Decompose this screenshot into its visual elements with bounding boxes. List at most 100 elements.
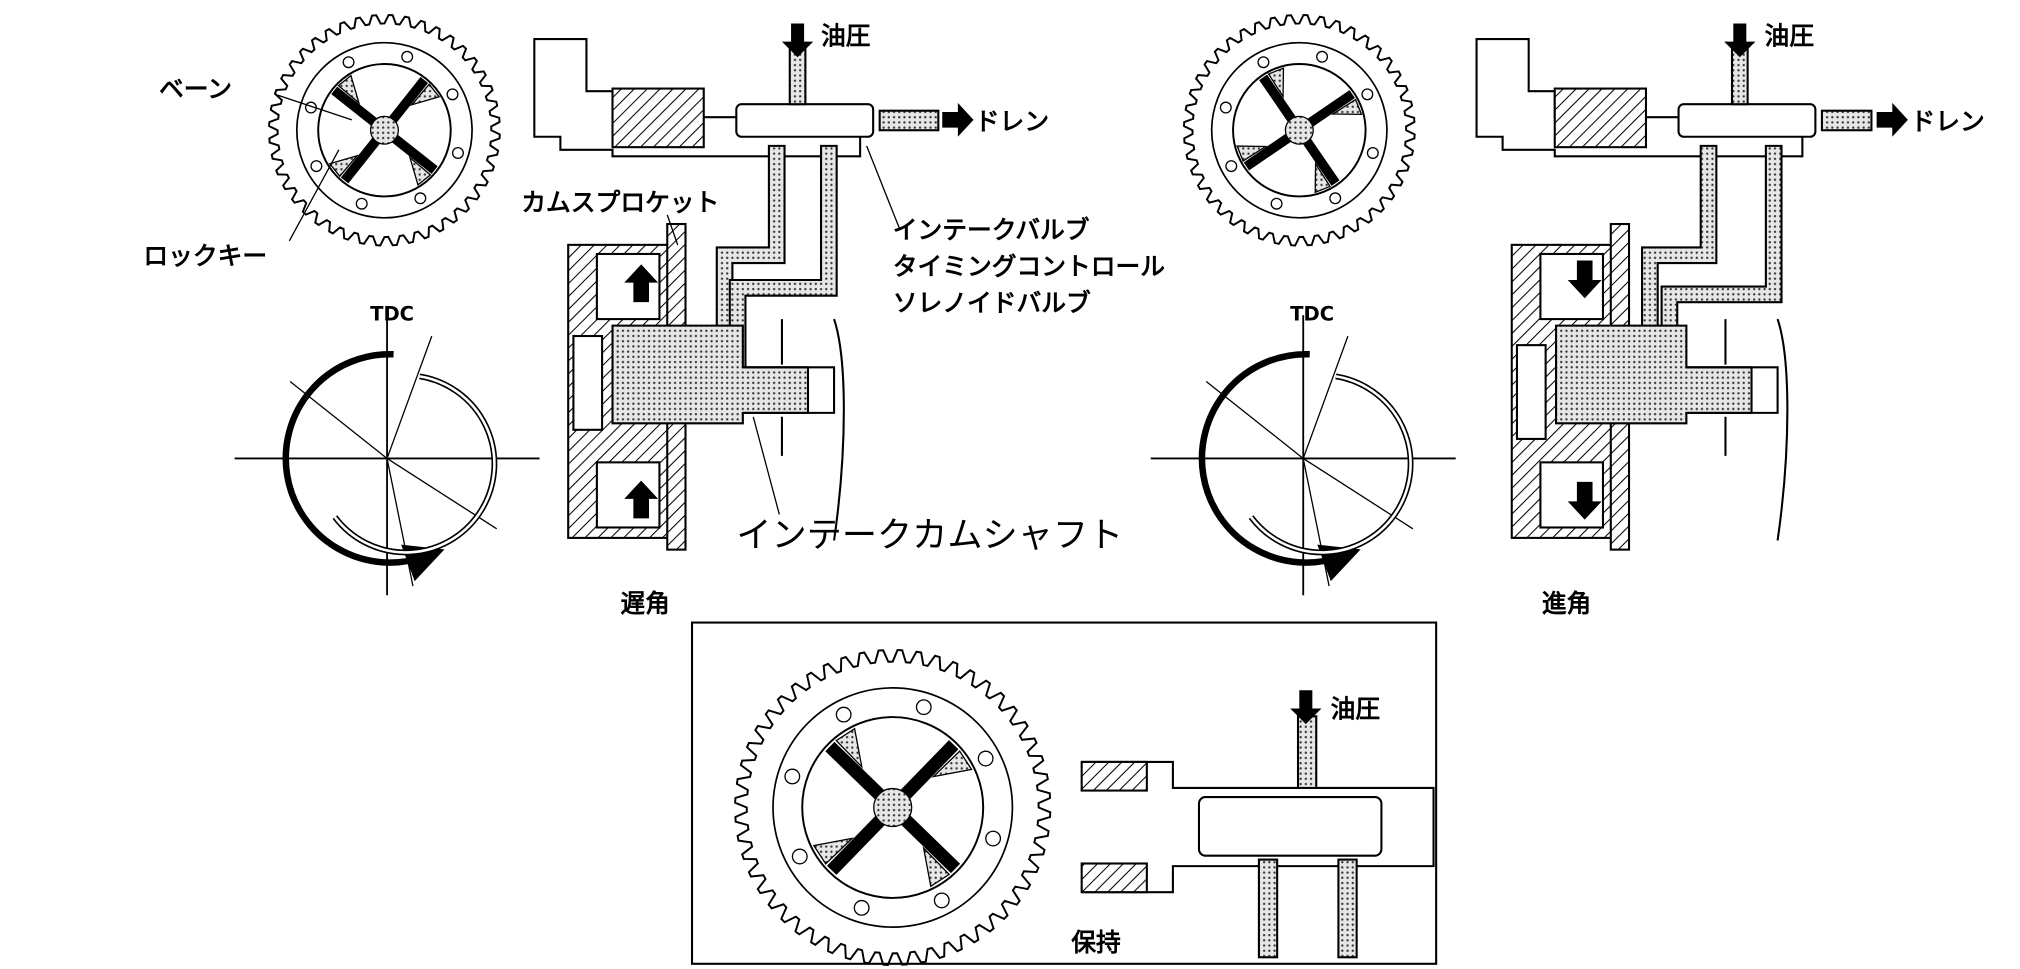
- oil-inlet-pipe: [788, 48, 807, 106]
- bolt-hole: [355, 197, 368, 210]
- oil-chamber: [1236, 145, 1268, 162]
- bolt-hole: [915, 699, 932, 716]
- retard-hydraulic-section: [533, 38, 940, 551]
- vane: [340, 137, 381, 184]
- timing-circle-retard: [234, 315, 540, 596]
- bolt-hole: [1316, 50, 1329, 63]
- bolt-hole: [342, 56, 355, 69]
- tdc-label-advance: TDC: [1290, 302, 1334, 325]
- vane: [1307, 90, 1355, 127]
- gears-layer: [268, 13, 1416, 966]
- bolt-hole: [1219, 101, 1232, 114]
- vane: [1302, 138, 1340, 186]
- vane: [900, 814, 961, 874]
- rotor-hub: [1284, 115, 1314, 145]
- drain-label-advance: ドレン: [1911, 107, 1985, 136]
- oil-chamber: [1330, 98, 1363, 116]
- gear-inner-ring: [1210, 41, 1388, 219]
- oil-pressure-label-hold: 油圧: [1331, 695, 1381, 724]
- gear-hold: [734, 649, 1052, 966]
- lock-cylinder: [572, 334, 604, 431]
- vane: [900, 740, 959, 800]
- oil-pressure-label-advance: 油圧: [1765, 21, 1815, 50]
- bolt-hole: [414, 192, 427, 205]
- bolt-hole: [1361, 88, 1374, 101]
- hold-valve: [1080, 715, 1435, 959]
- chamber-top: [595, 252, 661, 321]
- vane: [331, 86, 378, 127]
- oil-pressure-label-retard: 油圧: [821, 21, 871, 50]
- solenoid-coil: [611, 87, 705, 149]
- valve-timing-line: [386, 335, 433, 459]
- oil-chamber: [812, 837, 855, 865]
- bolt-hole: [1366, 146, 1379, 159]
- exhaust-timing-arc: [333, 375, 496, 554]
- timing-circles-layer: [234, 315, 1456, 596]
- bolt-hole: [401, 50, 414, 63]
- tdc-label-retard: TDC: [370, 302, 414, 325]
- gear-advance: [1182, 13, 1416, 247]
- bolt-hole: [310, 160, 323, 173]
- vane: [388, 77, 429, 124]
- bolt-hole: [791, 848, 808, 865]
- intake-timing-arc: [1198, 350, 1361, 582]
- valve-timing-line: [1302, 457, 1414, 530]
- valve-timing-line: [1205, 381, 1304, 459]
- oil-chamber: [337, 74, 361, 105]
- rotor-hub: [873, 787, 913, 828]
- oil-chamber: [835, 727, 863, 769]
- solenoid-label-line2: タイミングコントロール: [893, 252, 1166, 281]
- vane-label: ベーン: [159, 75, 232, 104]
- spool: [735, 103, 875, 138]
- bolt-hole: [1329, 192, 1342, 205]
- camshaft: [742, 318, 845, 541]
- solenoid-label-line3: ソレノイドバルブ: [893, 288, 1091, 317]
- bolt-hole: [784, 768, 801, 785]
- retard-arrows: [624, 23, 974, 519]
- advance-hydraulic-section: [1475, 38, 1873, 551]
- bolt-hole: [933, 892, 950, 909]
- advance-arrows: [1567, 23, 1908, 520]
- retard-label: 遅角: [620, 589, 670, 618]
- valve-timing-line: [1302, 458, 1330, 587]
- bolt-hole: [835, 706, 852, 723]
- intake-timing-arc: [282, 350, 445, 582]
- drain-pipe: [878, 109, 940, 132]
- bolt-hole: [985, 830, 1002, 847]
- oil-chamber: [328, 154, 359, 178]
- advance-label: 進角: [1542, 589, 1592, 618]
- oil-chamber: [1267, 67, 1285, 99]
- bolt-hole: [1257, 56, 1270, 69]
- hold-frame: [690, 621, 1438, 965]
- rotor-hub: [369, 115, 399, 145]
- bolt-hole: [853, 899, 870, 916]
- vane: [1259, 74, 1297, 123]
- hold-label: 保持: [1070, 928, 1121, 957]
- leader-lines: [277, 94, 900, 515]
- rotor-core: [611, 324, 810, 425]
- bolt-hole: [977, 750, 994, 767]
- drain-label-retard: ドレン: [975, 107, 1049, 136]
- bolt-hole: [446, 88, 459, 101]
- timing-circle-advance: [1150, 315, 1456, 596]
- valve-timing-line: [386, 457, 498, 530]
- vane: [825, 741, 885, 801]
- exhaust-timing-arc: [1250, 375, 1412, 554]
- oil-chamber: [409, 83, 441, 106]
- hold-oil-arrow: [1290, 690, 1322, 725]
- oil-chamber: [408, 155, 432, 186]
- oil-chamber: [1314, 161, 1332, 194]
- vane: [826, 815, 886, 875]
- vane: [391, 134, 438, 174]
- oil-chamber: [931, 750, 973, 778]
- oil-chamber: [922, 846, 951, 888]
- bolt-hole: [1225, 160, 1238, 173]
- valve-timing-line: [386, 458, 414, 587]
- gear-inner-ring: [772, 687, 1014, 928]
- lock-key-label: ロックキー: [143, 241, 267, 270]
- vane: [1243, 133, 1292, 171]
- cam-sprocket-label: カムスプロケット: [521, 188, 719, 217]
- gear-inner-ring: [295, 41, 473, 219]
